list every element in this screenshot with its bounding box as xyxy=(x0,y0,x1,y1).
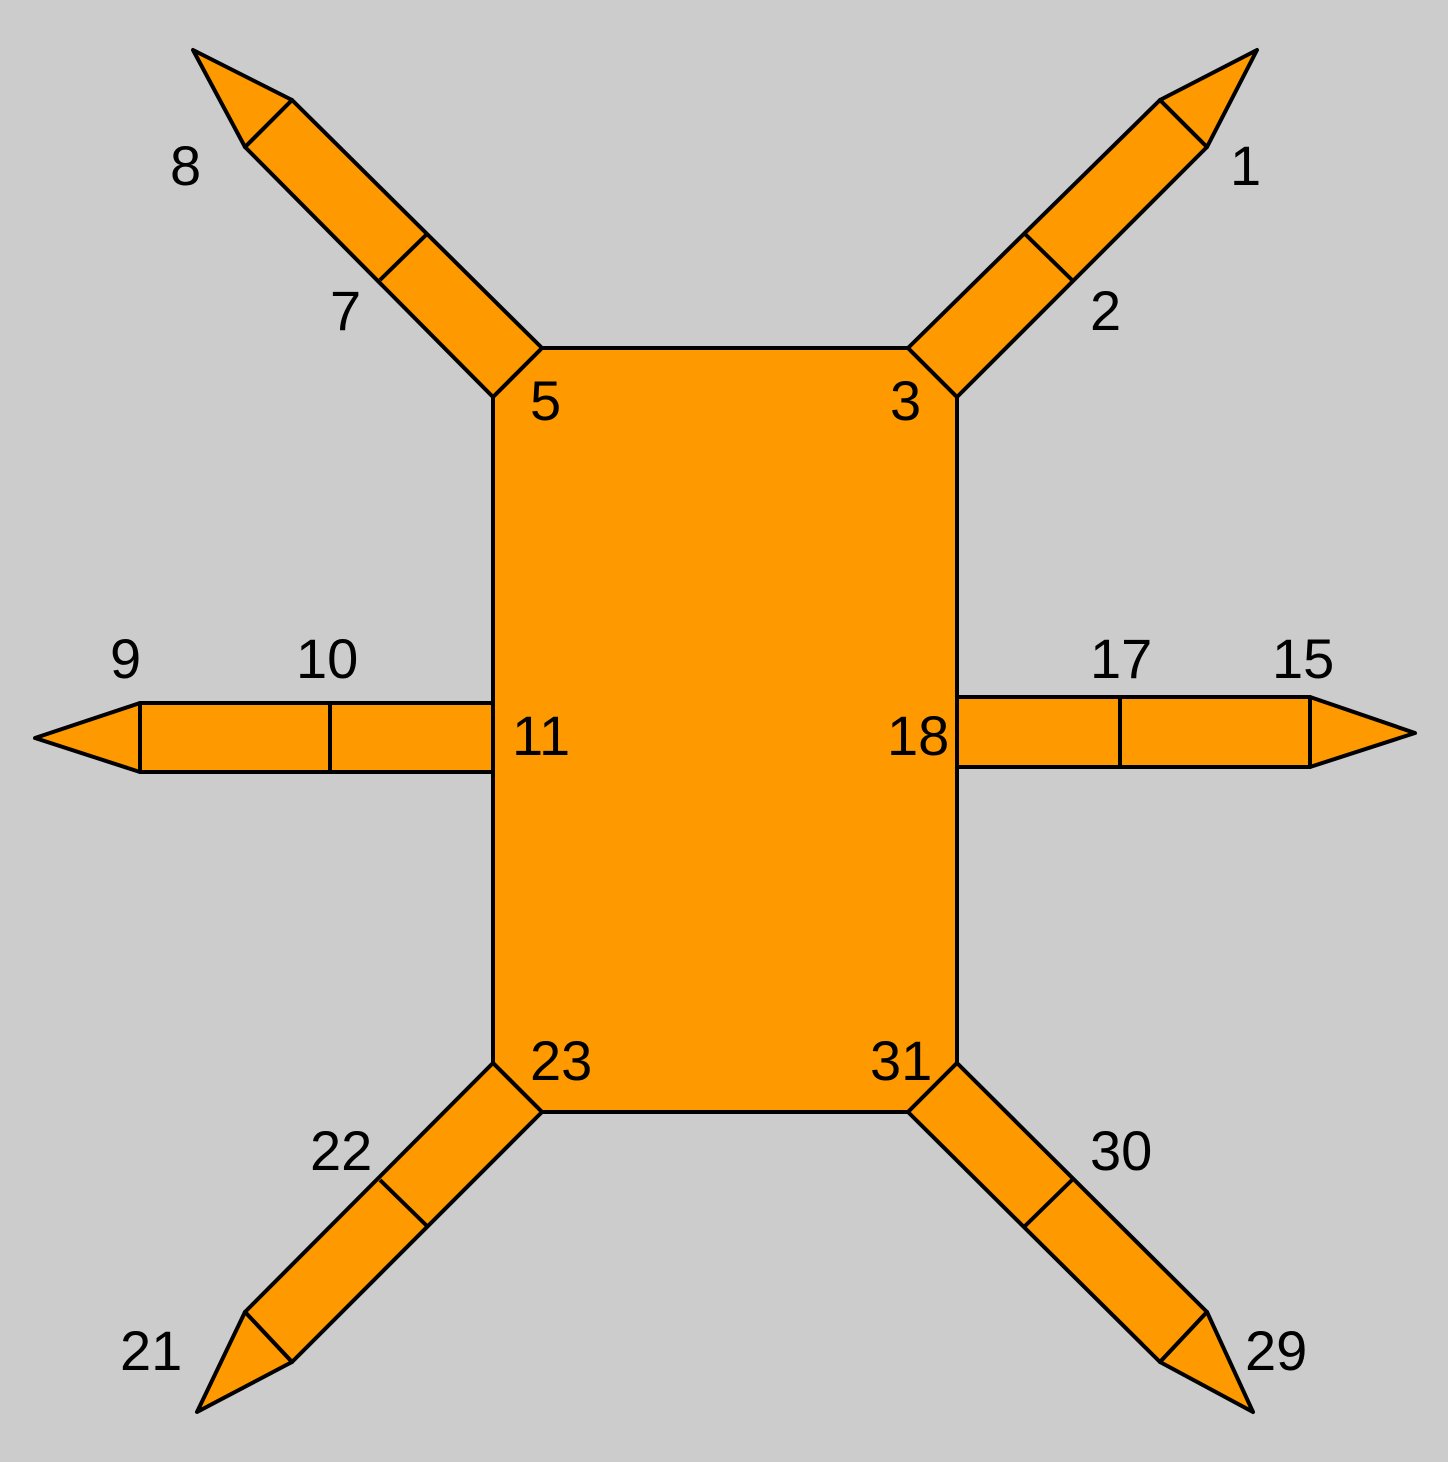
right-arm-shaft xyxy=(955,695,1312,769)
left-arm-shaft xyxy=(138,701,495,774)
upper-left-arm-shaft xyxy=(243,98,544,399)
label-9: 9 xyxy=(110,627,141,690)
label-31: 31 xyxy=(870,1029,932,1092)
upper-right-arm-divider xyxy=(1023,232,1074,282)
label-30: 30 xyxy=(1090,1119,1152,1182)
label-1: 1 xyxy=(1230,134,1261,197)
label-10: 10 xyxy=(296,627,358,690)
label-11: 11 xyxy=(512,704,570,767)
right-arm-tip xyxy=(1308,695,1417,769)
lower-right-arm-shaft xyxy=(906,1061,1209,1364)
label-7: 7 xyxy=(330,279,361,342)
upper-right-arm xyxy=(906,48,1259,399)
lower-left-arm xyxy=(195,1061,544,1414)
label-17: 17 xyxy=(1090,627,1152,690)
label-18: 18 xyxy=(887,704,949,767)
lower-left-arm-divider xyxy=(378,1178,429,1228)
lower-left-arm-tip xyxy=(195,1310,294,1414)
label-21: 21 xyxy=(120,1319,182,1382)
label-23: 23 xyxy=(530,1029,592,1092)
upper-left-arm-divider xyxy=(378,232,429,282)
upper-left-arm xyxy=(191,48,544,399)
upper-right-arm-shaft xyxy=(906,98,1209,399)
lower-left-arm-shaft xyxy=(243,1061,544,1364)
lower-right-arm xyxy=(906,1061,1255,1414)
upper-left-arm-tip xyxy=(191,48,294,149)
upper-right-arm-tip xyxy=(1158,48,1259,149)
left-arm-tip xyxy=(33,701,142,774)
label-8: 8 xyxy=(170,134,201,197)
label-22: 22 xyxy=(310,1119,372,1182)
label-29: 29 xyxy=(1245,1319,1307,1382)
label-2: 2 xyxy=(1090,279,1121,342)
lower-right-arm-tip xyxy=(1158,1310,1255,1414)
right-arm xyxy=(955,695,1417,769)
label-3: 3 xyxy=(890,369,921,432)
left-arm xyxy=(33,701,495,774)
label-15: 15 xyxy=(1272,627,1334,690)
lower-right-arm-divider xyxy=(1023,1178,1074,1228)
label-5: 5 xyxy=(530,369,561,432)
